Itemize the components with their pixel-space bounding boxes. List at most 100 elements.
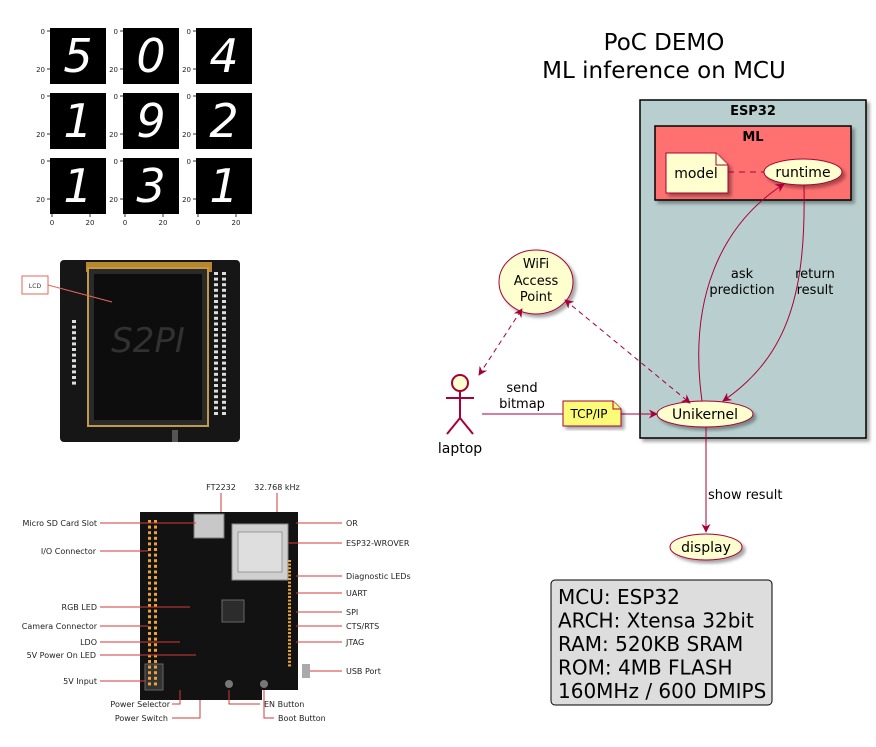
ft2232-chip	[221, 599, 245, 623]
ask-prediction-line-2: prediction	[709, 283, 774, 298]
lcd-connector-tab	[172, 430, 178, 442]
runtime-label: runtime	[775, 165, 830, 181]
tcpip-note	[562, 400, 622, 427]
esp32-callout-spi: SPI	[346, 608, 358, 617]
mnist-y-tick-label: 0	[114, 28, 118, 36]
return-result-arrow	[722, 184, 805, 402]
en-button-shape	[225, 680, 233, 688]
mnist-y-tick-label: 20	[36, 131, 45, 139]
mnist-x-tick-label: 0	[123, 219, 127, 227]
mnist-digit: 1	[63, 94, 92, 148]
mnist-y-tick-label: 0	[187, 28, 191, 36]
mnist-cell	[196, 28, 252, 84]
mnist-x-tick-label: 0	[196, 219, 200, 227]
tcpip-label: TCP/IP	[569, 407, 607, 421]
mnist-y-tick-label: 20	[182, 196, 191, 204]
model-note	[665, 152, 729, 194]
architecture-diagram: ESP32 ML model runtime WiFi Access Point…	[438, 99, 867, 561]
mnist-digit: 2	[209, 94, 238, 148]
mnist-y-tick-label: 0	[41, 93, 45, 101]
esp32-callout-input-5v: 5V Input	[63, 677, 97, 686]
lcd-board-photo: S2PI LCD	[21, 260, 240, 442]
send-bitmap-line-1: send	[506, 381, 537, 396]
wifi-label-line-3: Point	[520, 290, 552, 305]
mnist-y-tick-label: 0	[41, 28, 45, 36]
mnist-cell	[123, 28, 179, 84]
laptop-actor	[446, 374, 474, 435]
tcpip-note-fold	[612, 401, 621, 410]
lcd-watermark: S2PI	[111, 321, 185, 361]
mnist-x-tick-label: 20	[232, 219, 241, 227]
esp32-callout-power-selector: Power Selector	[110, 700, 170, 709]
esp32-callout-uart: UART	[346, 589, 367, 598]
spec-line: ARCH: Xtensa 32bit	[558, 609, 754, 633]
laptop-actor-left-leg	[446, 417, 461, 435]
esp32-callout-boot-button: Boot Button	[278, 714, 326, 723]
esp32-callout-diag-leds: Diagnostic LEDs	[346, 572, 411, 581]
mnist-digit: 4	[209, 29, 238, 83]
esp32-callout-io-connector: I/O Connector	[41, 547, 97, 556]
esp32-callout-ft2232: FT2232	[206, 483, 236, 492]
model-note-fold	[715, 153, 728, 166]
specs-box	[550, 579, 773, 706]
esp32-header-pins	[148, 520, 291, 686]
sd-card-slot	[193, 513, 225, 539]
return-result-line-2: result	[797, 283, 834, 298]
mnist-x-tick-label: 20	[86, 219, 95, 227]
unikernel-label: Unikernel	[672, 407, 738, 423]
mnist-digit: 0	[136, 29, 165, 83]
mnist-cell	[50, 158, 106, 214]
mnist-y-tick-label: 20	[109, 66, 118, 74]
laptop-actor-head	[451, 374, 469, 392]
lcd-header-pins	[72, 272, 226, 415]
mnist-y-tick-label: 0	[114, 158, 118, 166]
laptop-label: laptop	[438, 441, 482, 457]
mnist-y-tick-label: 20	[109, 131, 118, 139]
ml-package-label: ML	[742, 130, 763, 145]
mnist-x-tick-label: 0	[50, 219, 54, 227]
mnist-cell	[196, 93, 252, 149]
esp32-callout-en-button: EN Button	[264, 700, 304, 709]
mnist-y-tick-label: 0	[114, 93, 118, 101]
lcd-screen-glass	[94, 274, 202, 420]
send-bitmap-line-2: bitmap	[499, 397, 545, 412]
mnist-y-tick-label: 20	[182, 66, 191, 74]
mnist-y-tick-label: 20	[36, 196, 45, 204]
mnist-cell	[123, 93, 179, 149]
mnist-y-tick-label: 20	[182, 131, 191, 139]
display-usecase	[669, 533, 743, 561]
title-line-1: PoC DEMO	[604, 30, 725, 56]
esp32-callout-camera-connector: Camera Connector	[22, 622, 98, 631]
mnist-cell	[50, 28, 106, 84]
spec-line: ROM: 4MB FLASH	[558, 656, 733, 680]
spec-line: 160MHz / 600 DMIPS	[558, 679, 766, 703]
mnist-digit: 1	[63, 159, 92, 213]
ask-prediction-line-1: ask	[731, 267, 754, 282]
return-result-line-1: return	[795, 267, 835, 282]
laptop-wifi-arrow	[478, 308, 523, 376]
esp32-callout-cts-rts: CTS/RTS	[346, 622, 379, 631]
mnist-y-tick-label: 20	[36, 66, 45, 74]
esp32-callout-jtag: JTAG	[345, 638, 364, 647]
mnist-digit: 5	[63, 29, 92, 83]
esp32-callout-wrover: ESP32-WROVER	[346, 539, 410, 548]
mnist-y-tick-label: 20	[109, 196, 118, 204]
model-label: model	[674, 166, 718, 182]
esp32-callout-micro-sd: Micro SD Card Slot	[23, 519, 97, 528]
esp32-callout-rgb-led: RGB LED	[62, 603, 97, 612]
wifi-access-point-usecase	[498, 249, 574, 315]
lcd-callout-line	[47, 284, 113, 303]
mnist-cell	[123, 158, 179, 214]
mnist-y-tick-label: 0	[41, 158, 45, 166]
wifi-label-line-2: Access	[514, 274, 559, 289]
esp32-callout-ldo: LDO	[80, 638, 97, 647]
mnist-cell	[196, 158, 252, 214]
ask-prediction-arrow	[698, 183, 785, 402]
esp32-callout-or: OR	[346, 519, 358, 528]
mnist-x-tick-label: 20	[159, 219, 168, 227]
